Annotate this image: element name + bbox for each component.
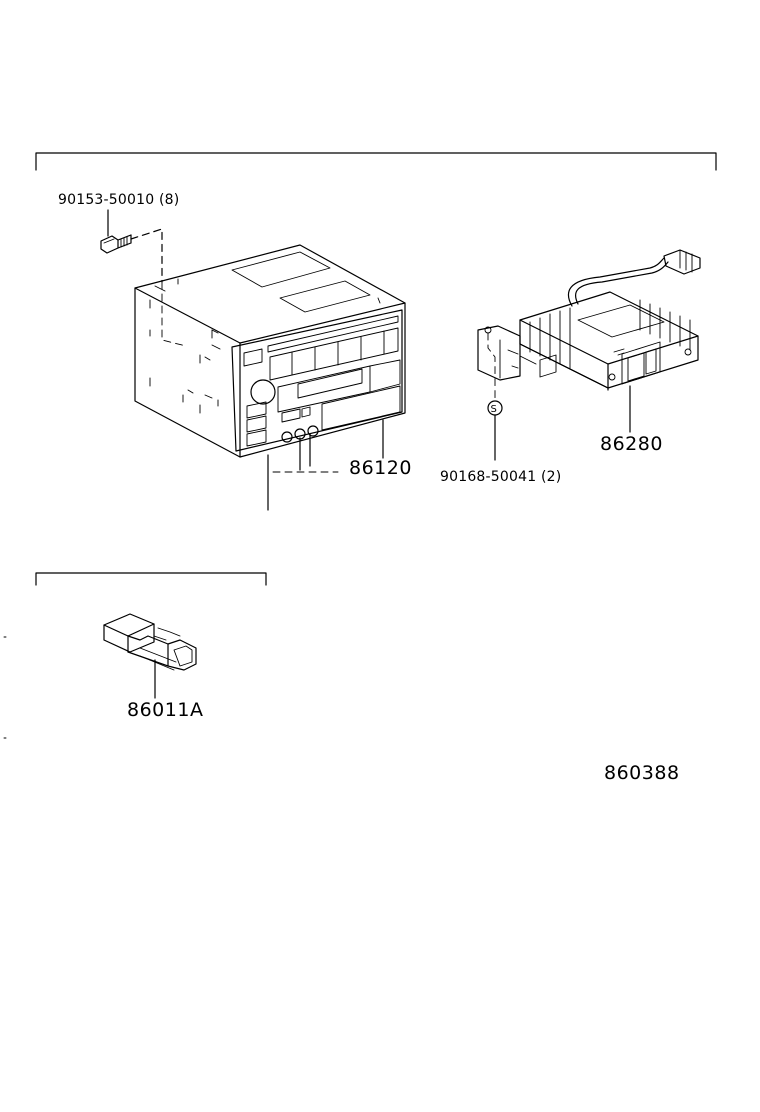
screw-symbol: S <box>491 404 497 415</box>
screw-90168-50041 <box>487 332 503 461</box>
bolt-part-number: 90153-50010 (8) <box>58 192 179 208</box>
radio-part-number: 86120 <box>349 457 412 479</box>
sub-group-bracket <box>35 572 267 586</box>
screw-part-number: 90168-50041 (2) <box>440 469 561 485</box>
amplifier-86280 <box>477 249 701 433</box>
figure-number: 860388 <box>604 762 680 784</box>
connector-86011A <box>103 613 197 699</box>
connector-part-number: 86011A <box>127 699 203 721</box>
bolt-90153-50010 <box>100 209 163 283</box>
margin-tick-marks <box>3 636 7 739</box>
amplifier-part-number: 86280 <box>600 433 663 455</box>
main-group-bracket <box>35 152 717 171</box>
radio-head-unit-86120 <box>134 244 406 511</box>
